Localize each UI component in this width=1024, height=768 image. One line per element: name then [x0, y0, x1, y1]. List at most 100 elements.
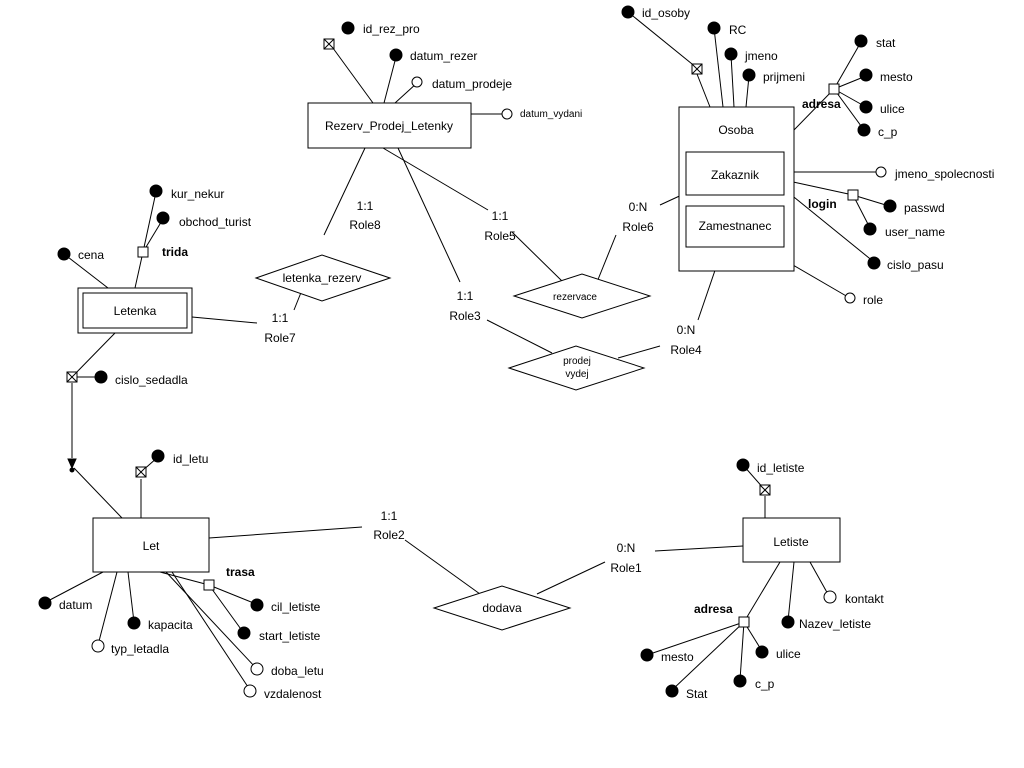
- optional-attribute-icon: [501, 108, 513, 120]
- attribute-label: id_osoby: [642, 6, 690, 20]
- attribute-label: kur_nekur: [171, 187, 224, 201]
- cardinality-labels: 1:1 Role8 1:1 Role7 1:1 Role5 0:N Role6 …: [264, 199, 702, 575]
- attribute-label: ulice: [776, 647, 801, 661]
- attribute-label: c_p: [755, 677, 775, 691]
- attribute-label: id_letu: [173, 452, 208, 466]
- attribute-label: trida: [162, 245, 188, 259]
- attribute-label: adresa: [694, 602, 733, 616]
- composite-attribute-icon: [738, 616, 750, 628]
- relationship-label-line1: prodej: [563, 356, 591, 367]
- attribute-label: cislo_pasu: [887, 258, 944, 272]
- composite-attribute-icon: [203, 579, 215, 591]
- mandatory-attribute-icon: [883, 199, 897, 213]
- mandatory-attribute-icon: [640, 648, 654, 662]
- optional-attribute-icon: [823, 590, 837, 604]
- relationship-label: dodava: [482, 601, 522, 615]
- cardinality: 1:1: [457, 289, 474, 303]
- attribute-label: cislo_sedadla: [115, 373, 188, 387]
- relationship-rezervace[interactable]: rezervace: [512, 273, 652, 319]
- mandatory-attribute-icon: [857, 123, 871, 137]
- entity-letenka[interactable]: Letenka: [77, 287, 193, 334]
- arrow-tail-icon: [69, 467, 75, 473]
- attribute-label: typ_letadla: [111, 642, 169, 656]
- attribute-label: vzdalenost: [264, 687, 322, 701]
- mandatory-attribute-icon: [781, 615, 795, 629]
- mandatory-attribute-icon: [57, 247, 71, 261]
- relationship-prodej-vydej[interactable]: prodej vydej: [507, 345, 646, 391]
- cardinality: 1:1: [272, 311, 289, 325]
- attribute-label: RC: [729, 23, 747, 37]
- attribute-label: passwd: [904, 201, 945, 215]
- relationship-label: rezervace: [553, 292, 597, 303]
- role-label: Role2: [373, 528, 405, 542]
- mandatory-attribute-icon: [250, 598, 264, 612]
- attribute-label: ulice: [880, 102, 905, 116]
- attribute-label: Stat: [686, 687, 708, 701]
- role-label: Role6: [622, 220, 654, 234]
- entity-rezerv-prodej-letenky[interactable]: Rezerv_Prodej_Letenky: [307, 102, 472, 149]
- relationship-label: letenka_rezerv: [283, 271, 362, 285]
- attribute-label: doba_letu: [271, 664, 324, 678]
- mandatory-attribute-icon: [707, 21, 721, 35]
- entity-label: Letiste: [773, 535, 809, 549]
- mandatory-attribute-icon: [867, 256, 881, 270]
- attribute-label: user_name: [885, 225, 945, 239]
- cardinality: 0:N: [629, 200, 648, 214]
- entity-zamestnanec[interactable]: Zamestnanec: [685, 205, 785, 248]
- attribute-label: trasa: [226, 565, 255, 579]
- mandatory-attribute-icon: [341, 21, 355, 35]
- mandatory-attribute-icon: [149, 184, 163, 198]
- entity-let[interactable]: Let: [92, 517, 210, 573]
- relationship-letenka-rezerv[interactable]: letenka_rezerv: [254, 254, 392, 302]
- optional-attribute-icon: [844, 292, 856, 304]
- composite-attribute-icon: [137, 246, 149, 258]
- attribute-label: datum_rezer: [410, 49, 477, 63]
- attribute-label: datum_prodeje: [432, 77, 512, 91]
- mandatory-attribute-icon: [665, 684, 679, 698]
- mandatory-attribute-icon: [38, 596, 52, 610]
- composite-attribute-icon: [847, 189, 859, 201]
- role-label: Role4: [670, 343, 702, 357]
- mandatory-attribute-icon: [854, 34, 868, 48]
- mandatory-attribute-icon: [127, 616, 141, 630]
- optional-attribute-icon: [411, 76, 423, 88]
- mandatory-attribute-icon: [755, 645, 769, 659]
- attribute-label: prijmeni: [763, 70, 805, 84]
- optional-attribute-icon: [243, 684, 257, 698]
- attribute-label: c_p: [878, 125, 898, 139]
- attribute-label: datum: [59, 598, 92, 612]
- optional-attribute-icon: [91, 639, 105, 653]
- mandatory-attribute-icon: [863, 222, 877, 236]
- attribute-label: obchod_turist: [179, 215, 252, 229]
- attribute-label: adresa: [802, 97, 841, 111]
- mandatory-attribute-icon: [156, 211, 170, 225]
- mandatory-attribute-icon: [733, 674, 747, 688]
- arrow-icon: [67, 458, 77, 470]
- attribute-label: cena: [78, 248, 104, 262]
- attribute-label: jmeno_spolecnosti: [894, 167, 994, 181]
- attribute-label: mesto: [661, 650, 694, 664]
- cardinality: 0:N: [617, 541, 636, 555]
- role-label: Role5: [484, 229, 516, 243]
- cardinality: 1:1: [492, 209, 509, 223]
- mandatory-attribute-icon: [859, 100, 873, 114]
- role-label: Role3: [449, 309, 481, 323]
- attribute-label: cil_letiste: [271, 600, 321, 614]
- entity-letiste[interactable]: Letiste: [742, 517, 841, 563]
- entity-label: Rezerv_Prodej_Letenky: [325, 119, 453, 133]
- cardinality: 1:1: [381, 509, 398, 523]
- mandatory-attribute-icon: [736, 458, 750, 472]
- mandatory-attribute-icon: [389, 48, 403, 62]
- role-label: Role8: [349, 218, 381, 232]
- attribute-label: stat: [876, 36, 896, 50]
- mandatory-attribute-icon: [724, 47, 738, 61]
- mandatory-attribute-icon: [621, 5, 635, 19]
- mandatory-attribute-icon: [859, 68, 873, 82]
- attribute-markers: [38, 5, 897, 698]
- entity-zakaznik[interactable]: Zakaznik: [685, 151, 785, 196]
- attribute-label: kapacita: [148, 618, 193, 632]
- relationship-dodava[interactable]: dodava: [432, 585, 572, 631]
- entity-label: Letenka: [114, 304, 157, 318]
- role-label: Role7: [264, 331, 296, 345]
